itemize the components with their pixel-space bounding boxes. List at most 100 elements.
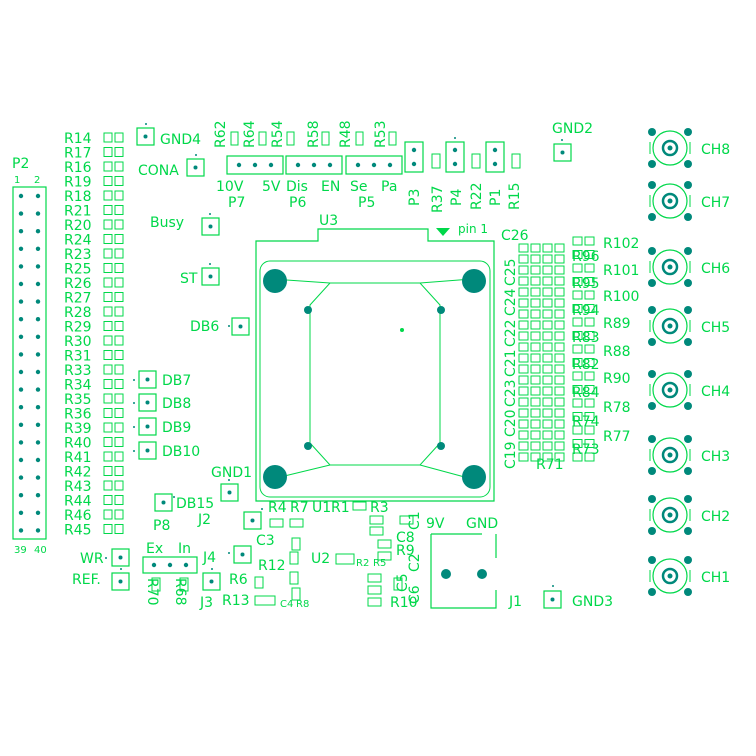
- svg-text:5V: 5V: [262, 179, 281, 195]
- svg-text:P3: P3: [407, 189, 423, 206]
- svg-text:R6: R6: [229, 572, 248, 588]
- p2-pin: [35, 299, 41, 304]
- svg-text:10V: 10V: [216, 179, 244, 195]
- resistor-pad: [572, 304, 583, 313]
- resistor-pad: [103, 480, 113, 491]
- p2-pin: [18, 193, 24, 199]
- p2-pin39-label: 39: [14, 545, 27, 556]
- test-point-db8: DB8: [133, 393, 191, 412]
- svg-text:R10: R10: [390, 595, 418, 611]
- resistor-pad: [114, 524, 124, 534]
- capacitor-pad: [554, 452, 565, 462]
- svg-text:R12: R12: [258, 558, 286, 574]
- p8-label: P8: [153, 518, 170, 534]
- resistor-pad: [103, 292, 113, 302]
- p2-pin: [18, 299, 24, 304]
- resistor-label: R101: [603, 263, 639, 279]
- resistor-pad: [584, 412, 595, 421]
- resistor-pad: [114, 509, 124, 520]
- channel-label: CH6: [701, 261, 730, 277]
- svg-text:C4: C4: [280, 599, 293, 610]
- resistor-label: R16: [64, 160, 92, 176]
- capacitor-pad: [542, 287, 553, 297]
- channel-2-connector: CH2: [648, 495, 730, 535]
- test-point-db15: DB15 P8: [153, 493, 214, 534]
- resistor-pad: [572, 371, 583, 381]
- resistor-label: R18: [64, 189, 92, 205]
- resistor-label: R23: [64, 247, 92, 263]
- resistor-label: R41: [64, 450, 92, 466]
- resistor-pad: [103, 379, 113, 389]
- capacitor-pad: [542, 375, 553, 385]
- resistor-label: R45: [64, 523, 92, 539]
- svg-text:REF.: REF.: [72, 572, 101, 588]
- resistor-pad: [103, 495, 113, 505]
- p2-pin2-label: 2: [34, 175, 40, 186]
- svg-text:P5: P5: [358, 195, 375, 211]
- resistor-label: R74: [572, 414, 600, 430]
- resistor-pad: [572, 385, 583, 394]
- svg-text:EN: EN: [321, 179, 340, 195]
- capacitor-pad: [542, 364, 553, 374]
- p2-pin: [18, 229, 24, 234]
- resistor-pad: [103, 306, 113, 317]
- test-point-gnd2: GND2: [552, 121, 593, 162]
- resistor-pad: [114, 147, 124, 157]
- resistor-label: R29: [64, 320, 92, 336]
- svg-text:ST: ST: [180, 271, 198, 287]
- capacitor-pad: [518, 254, 529, 264]
- svg-text:C1: C1: [407, 511, 423, 530]
- resistor-label: R31: [64, 349, 92, 365]
- capacitor-pad: [554, 265, 565, 275]
- resistor-pad: [114, 190, 124, 201]
- resistor-pad: [584, 236, 595, 246]
- resistor-pad: [572, 412, 583, 421]
- j2-label: J2: [197, 512, 211, 528]
- left-resistor-column: R14R17R16R19R18R21R20R24R23R25R26R27R28R…: [64, 131, 124, 539]
- test-point-gnd1: GND1 J2: [197, 465, 252, 528]
- p2-pin: [35, 528, 41, 533]
- svg-text:R70: R70: [144, 578, 160, 606]
- channel-6-connector: CH6: [648, 247, 730, 287]
- jumper-p7: [226, 155, 284, 175]
- resistor-pad: [572, 263, 583, 273]
- capacitor-pad: [518, 342, 529, 352]
- jumper-p1: [485, 141, 505, 173]
- capacitor-pad: [518, 386, 529, 396]
- capacitor-pad: [542, 441, 553, 451]
- p2-pin: [18, 528, 24, 533]
- capacitor-pad: [518, 452, 529, 462]
- p2-pin: [35, 493, 41, 498]
- resistor-pad: [103, 451, 113, 462]
- capacitor-label: C21: [503, 349, 519, 377]
- p2-pin: [35, 457, 41, 463]
- resistor-label: R83: [572, 330, 600, 346]
- capacitor-pad: [554, 430, 565, 440]
- resistor-label: R90: [603, 371, 631, 387]
- resistor-pad: [114, 437, 124, 447]
- resistor-pad: [114, 248, 124, 259]
- capacitor-pad: [554, 419, 565, 429]
- capacitor-pad: [554, 276, 565, 286]
- top-jumper-row: R62 R64 R54 R58 R48 R53 10V 5V Dis EN Se…: [213, 120, 403, 211]
- resistor-pad: [114, 422, 124, 433]
- capacitor-pad: [542, 254, 553, 264]
- socket-hole-tl: [263, 269, 287, 293]
- resistor-pad: [114, 408, 124, 418]
- svg-text:GND2: GND2: [552, 121, 593, 137]
- p2-pin: [35, 352, 41, 357]
- resistor-pad: [584, 331, 595, 340]
- jumper-p5: [345, 155, 403, 175]
- resistor-pad: [584, 385, 595, 394]
- svg-text:R64: R64: [242, 120, 258, 148]
- resistor-pad: [572, 398, 583, 408]
- p2-pin: [35, 246, 41, 251]
- svg-text:R2: R2: [356, 558, 369, 569]
- right-resistor-grid: R102R96R101R95R100R94R89R83R88R82R90R84R…: [536, 236, 639, 473]
- capacitor-pad: [554, 353, 565, 363]
- capacitor-pad: [530, 254, 541, 264]
- pin1-marker: [436, 228, 450, 236]
- resistor-label: R96: [572, 249, 600, 265]
- resistor-label: R17: [64, 146, 92, 162]
